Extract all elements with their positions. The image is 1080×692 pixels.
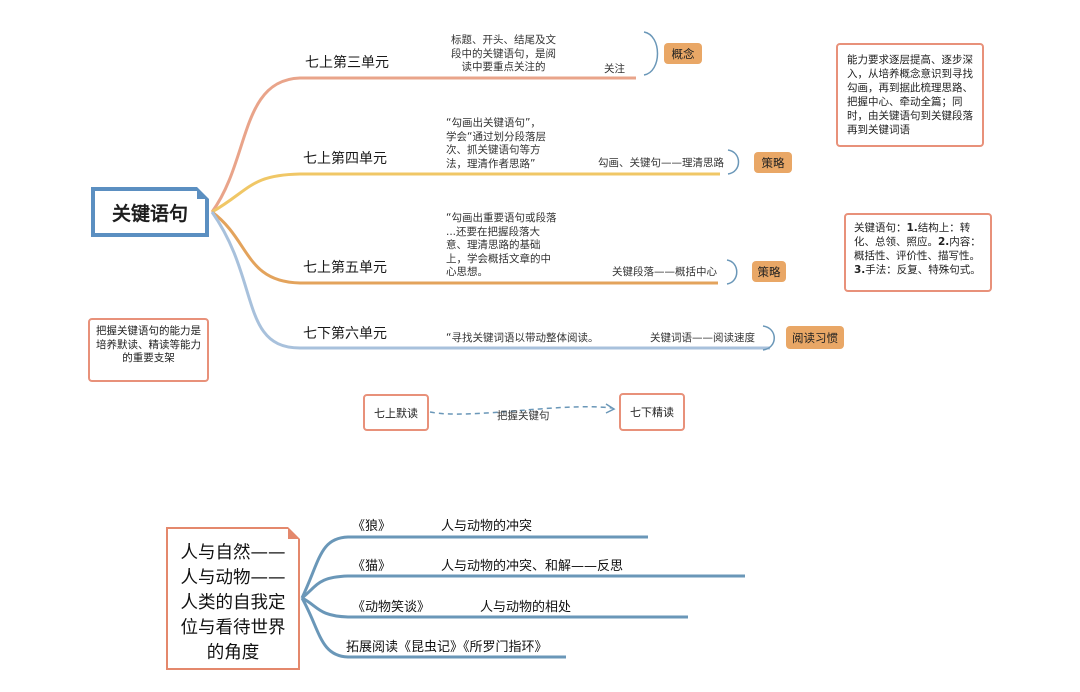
desc-line: 上，学会概括文章的中 <box>446 252 551 265</box>
note-text: 结构上：转化、总领、照应。 <box>854 222 971 248</box>
branch-note-1: 关注 <box>604 63 625 75</box>
branch-label-3: 七上第五单元 <box>303 260 387 276</box>
desc-line: 标题、开头、结尾及文 <box>451 34 556 46</box>
tag-strategy-1: 策略 <box>754 152 792 173</box>
branch2-line-4 <box>300 597 566 659</box>
center-line: 人与动物—— <box>180 568 286 588</box>
branch-line-4 <box>210 211 770 350</box>
desc-line: “勾画出重要语句或段落 <box>446 212 557 224</box>
desc-line: ...还要在把握段落大 <box>446 225 541 238</box>
desc-line: 法，理清作者思路” <box>446 157 536 170</box>
center-line: 人与自然—— <box>180 543 286 563</box>
branch-line-3 <box>211 210 718 285</box>
note-text: 内容：概括性、评价性、描写性。 <box>854 236 981 262</box>
branch-label-1: 七上第三单元 <box>305 55 389 71</box>
note-right-progression: 能力要求逐层提高、逐步深入，从培养概念意识到寻找勾画，再到据此梳理思路、把握中心… <box>836 43 984 147</box>
tag-reading-habit: 阅读习惯 <box>786 326 844 349</box>
branch-note-2: 勾画、关键句——理清思路 <box>598 157 724 169</box>
desc-line: 心思想。 <box>446 266 488 278</box>
tag-strategy-2: 策略 <box>752 261 786 282</box>
bracket-1 <box>643 31 659 76</box>
note-num: 3. <box>854 264 866 276</box>
note-num: 1. <box>906 222 918 234</box>
flow-arrow <box>429 406 613 415</box>
branch2-title-2: 《猫》 <box>352 559 392 574</box>
branch-label-2: 七上第四单元 <box>303 151 387 167</box>
branch2-desc-1: 人与动物的冲突 <box>441 519 533 534</box>
branch-note-3: 关键段落——概括中心 <box>612 266 717 278</box>
desc-line: 段中的关键语句，是阅 <box>451 47 556 60</box>
flow-from-node: 七上默读 <box>363 394 429 431</box>
page-fold-icon <box>288 527 300 539</box>
branch-desc-4: “寻找关键词语以带动整体阅读。 <box>446 332 599 344</box>
page-fold-icon <box>197 187 209 199</box>
flow-to-node: 七下精读 <box>619 393 685 431</box>
branch2-title-1: 《狼》 <box>352 519 392 534</box>
desc-line: 意、理清思路的基础 <box>446 239 541 251</box>
tag-concept: 概念 <box>664 43 702 64</box>
desc-line: 读中要重点关注的 <box>461 61 546 73</box>
branch-note-4: 关键词语——阅读速度 <box>650 332 755 344</box>
note-num: 2. <box>938 236 950 248</box>
central-node-label: 关键语句 <box>111 202 188 225</box>
central-node-human-nature: 人与自然—— 人与动物—— 人类的自我定 位与看待世界 的角度 <box>166 527 300 670</box>
branch2-title-3: 《动物笑谈》 <box>352 600 431 615</box>
note-text: 手法：反复、特殊句式。 <box>865 264 981 276</box>
note-right-key-sentence-types: 关键语句：1.结构上：转化、总领、照应。2.内容：概括性、评价性、描写性。 3.手… <box>844 213 992 292</box>
center-line: 人类的自我定 <box>180 593 286 613</box>
branch2-title-4: 拓展阅读《昆虫记》《所罗门指环》 <box>346 640 548 655</box>
flow-label: 把握关键句 <box>497 410 550 422</box>
branch2-desc-2: 人与动物的冲突、和解——反思 <box>441 559 624 574</box>
center-line: 位与看待世界 <box>180 618 286 638</box>
branch2-line-3 <box>301 596 688 619</box>
desc-line: “勾画出关键语句”， <box>446 117 541 129</box>
center-line: 的角度 <box>206 643 260 663</box>
branch2-line-1 <box>300 535 648 599</box>
bracket-2 <box>727 149 740 175</box>
desc-line: 次、抓关键语句等方 <box>446 144 541 156</box>
branch2-desc-3: 人与动物的相处 <box>480 600 572 615</box>
bracket-4 <box>762 325 775 351</box>
branch2-line-2 <box>301 574 745 600</box>
branch-label-4: 七下第六单元 <box>303 326 387 342</box>
note-text: 关键语句： <box>854 222 907 234</box>
branch-desc-1: 标题、开头、结尾及文 段中的关键语句，是阅 读中要重点关注的 <box>446 34 561 75</box>
branch-line-2 <box>211 172 720 214</box>
desc-line: 学会“通过划分段落层 <box>446 130 546 143</box>
branch-desc-3: “勾画出重要语句或段落 ...还要在把握段落大 意、理清思路的基础 上，学会概括… <box>446 212 571 280</box>
branch-desc-2: “勾画出关键语句”， 学会“通过划分段落层 次、抓关键语句等方 法，理清作者思路… <box>446 117 566 171</box>
branch-line-1 <box>210 76 636 213</box>
bracket-3 <box>726 259 738 285</box>
central-node-key-sentences: 关键语句 <box>91 187 209 237</box>
note-left-support: 把握关键语句的能力是培养默读、精读等能力的重要支架 <box>88 318 209 382</box>
